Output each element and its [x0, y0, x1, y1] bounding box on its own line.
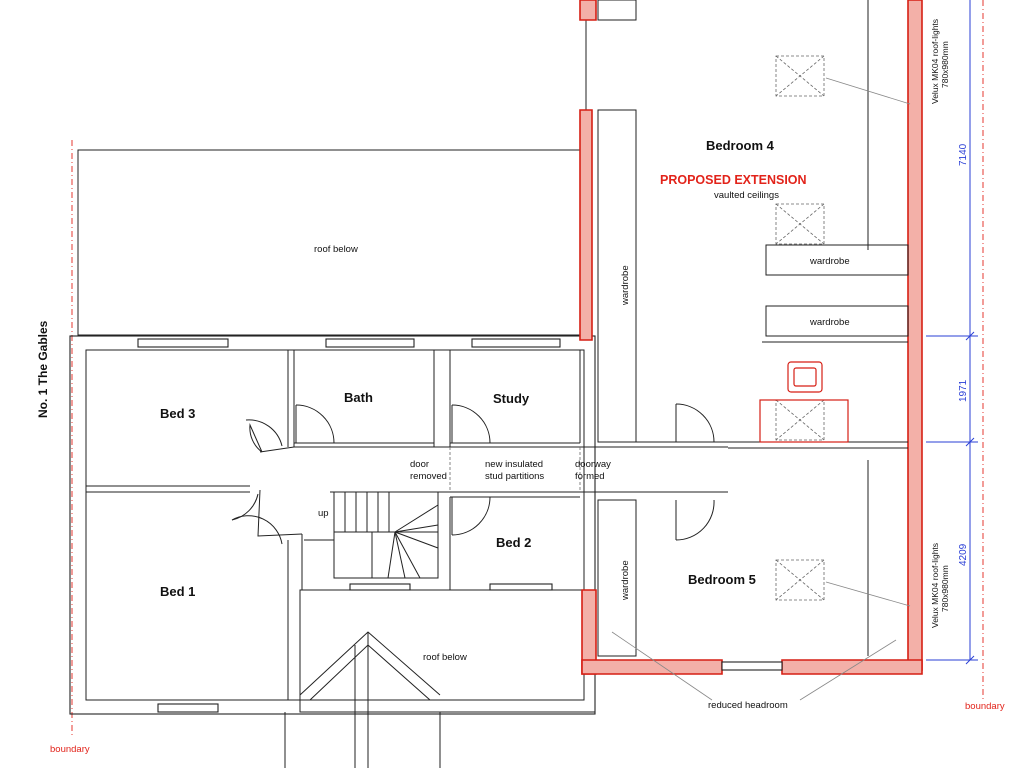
- window-stair: [349, 583, 411, 591]
- wardrobe-vertical-upper: [597, 109, 637, 443]
- top-fragment: [597, 0, 637, 21]
- wardrobe-horizontal-b: [765, 305, 909, 337]
- corridor-top: [259, 446, 728, 453]
- roof-below-bottom-area: [299, 589, 596, 713]
- corridor-left: [257, 489, 303, 537]
- new-wall-bottom-left: [581, 659, 723, 675]
- house-outer-wall: [69, 335, 596, 715]
- vaulted-ceilings-label: vaulted ceilings: [714, 190, 779, 201]
- room-label-bed1: Bed 1: [160, 584, 195, 599]
- partitions-label-1: new insulated: [485, 459, 543, 470]
- leader-velux-bottom: [825, 581, 911, 607]
- rooflight-1: [775, 55, 825, 97]
- door-removed-label-1: door: [410, 459, 429, 470]
- velux-bottom-label-1: Velux MK04 roof-lights: [930, 543, 940, 628]
- stair-treads: [334, 492, 439, 579]
- boundary-label-left: boundary: [50, 744, 90, 755]
- gable-roof-inner: [309, 644, 431, 701]
- dimension-1971: 1971: [958, 379, 969, 402]
- dimension-line: [926, 0, 978, 665]
- new-wall-left-upper: [579, 109, 593, 341]
- window-bedroom5: [721, 661, 783, 671]
- wardrobe-vertical-lower: [597, 499, 637, 657]
- rooflight-3: [775, 399, 825, 441]
- door-bed1-arc: [231, 515, 283, 545]
- wardrobe-label-b: wardrobe: [809, 317, 850, 328]
- neighbour-label: No. 1 The Gables: [36, 320, 50, 418]
- proposed-extension-label: PROPOSED EXTENSION: [660, 173, 807, 187]
- door-bath: [295, 404, 335, 444]
- room-label-bed2: Bed 2: [496, 535, 531, 550]
- staircase: [333, 491, 439, 579]
- roof-below-top-label: roof below: [314, 244, 358, 255]
- new-wall-bottom-right: [781, 659, 923, 675]
- velux-top-label-1: Velux MK04 roof-lights: [930, 19, 940, 104]
- velux-bottom-label-2: 780x980mm: [940, 565, 950, 612]
- roof-below-bottom-label: roof below: [423, 652, 467, 663]
- velux-top-label-2: 780x980mm: [940, 41, 950, 88]
- room-label-bedroom5: Bedroom 5: [688, 572, 756, 587]
- room-label-bed3: Bed 3: [160, 406, 195, 421]
- door-bed1: [231, 493, 259, 521]
- door-bed3: [249, 423, 263, 453]
- door-removed-label-2: removed: [410, 471, 447, 482]
- leader-headroom-right: [799, 639, 897, 701]
- wardrobe-label-a: wardrobe: [809, 256, 850, 267]
- rooflight-2: [775, 203, 825, 245]
- doorway-label-2: formed: [575, 471, 605, 482]
- window-bed3: [137, 338, 229, 348]
- window-bed1: [157, 703, 219, 713]
- gable-roof: [299, 631, 441, 696]
- window-bath: [325, 338, 415, 348]
- door-bedroom4: [675, 403, 715, 443]
- partitions-label-2: stud partitions: [485, 471, 544, 482]
- house-inner-wall: [85, 349, 585, 701]
- wardrobe-label-vertical-lower: wardrobe: [620, 560, 631, 601]
- door-bedroom5: [675, 499, 715, 541]
- leader-velux-top: [825, 77, 911, 105]
- rooflight-4: [775, 559, 825, 601]
- chair: [787, 361, 823, 393]
- dimension-7140: 7140: [958, 143, 969, 166]
- new-wall-left-top: [579, 0, 597, 21]
- wardrobe-horizontal-a: [765, 244, 909, 276]
- window-study: [471, 338, 561, 348]
- window-bed2: [489, 583, 553, 591]
- desk: [759, 399, 849, 443]
- door-bed3-arc: [245, 419, 283, 447]
- new-wall-right: [907, 0, 923, 671]
- wardrobe-label-vertical-upper: wardrobe: [620, 265, 631, 306]
- room-label-bath: Bath: [344, 390, 373, 405]
- room-label-study: Study: [493, 391, 530, 406]
- stair-up-label: up: [318, 508, 329, 519]
- leader-headroom-left: [611, 631, 713, 701]
- door-bed2: [451, 496, 491, 536]
- boundary-label-right: boundary: [965, 701, 1005, 712]
- reduced-headroom-label: reduced headroom: [708, 700, 788, 711]
- roof-below-top-area: [77, 149, 581, 336]
- dimension-4209: 4209: [958, 543, 969, 566]
- door-study: [451, 404, 491, 444]
- room-label-bedroom4: Bedroom 4: [706, 138, 775, 153]
- doorway-label-1: doorway: [575, 459, 611, 470]
